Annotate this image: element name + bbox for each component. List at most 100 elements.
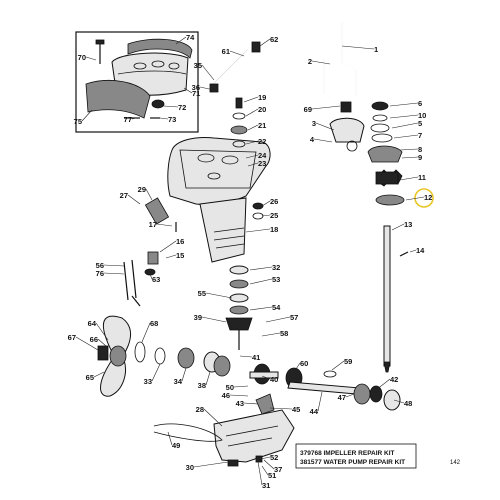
nut-62 xyxy=(251,41,261,53)
leader-71 xyxy=(183,87,193,94)
leader-23 xyxy=(247,162,259,167)
impeller-11 xyxy=(375,169,403,187)
callout-71: 71 xyxy=(192,89,200,98)
leader-70 xyxy=(85,56,97,61)
callout-36: 36 xyxy=(192,83,200,92)
callout-17: 17 xyxy=(149,220,157,229)
leader-12 xyxy=(405,196,425,201)
callout-65: 65 xyxy=(86,373,94,382)
leader-73 xyxy=(159,117,169,120)
lower-unit-casing xyxy=(213,409,295,463)
callout-51: 51 xyxy=(268,471,276,480)
leader-49 xyxy=(167,431,173,446)
callout-63: 63 xyxy=(152,275,160,284)
callout-32: 32 xyxy=(272,263,280,272)
leader-69 xyxy=(311,105,341,110)
leader-55 xyxy=(205,292,233,299)
leader-67 xyxy=(75,336,99,351)
leader-27 xyxy=(127,194,141,205)
leader-43 xyxy=(243,402,259,405)
callout-7: 7 xyxy=(418,131,422,140)
leader-65 xyxy=(93,371,105,378)
propshaft xyxy=(287,381,361,395)
leader-74 xyxy=(175,36,187,45)
callout-12: 12 xyxy=(424,193,432,202)
callout-21: 21 xyxy=(258,121,266,130)
leader-51 xyxy=(261,465,269,476)
leader-41 xyxy=(239,355,253,358)
leader-15 xyxy=(165,254,177,259)
callout-53: 53 xyxy=(272,275,280,284)
leader-42 xyxy=(375,378,391,391)
callout-54: 54 xyxy=(272,303,281,312)
leader-48 xyxy=(393,399,405,404)
leader-62 xyxy=(259,38,271,47)
leader-37 xyxy=(263,459,275,470)
callout-76: 76 xyxy=(96,269,104,278)
callout-14: 14 xyxy=(416,246,425,255)
leader-50 xyxy=(233,385,249,388)
callout-28: 28 xyxy=(196,405,204,414)
leader-8 xyxy=(399,148,419,151)
leader-53 xyxy=(249,278,273,285)
callout-24: 24 xyxy=(258,151,267,160)
callout-49: 49 xyxy=(172,441,180,450)
callout-52: 52 xyxy=(270,453,278,462)
callout-45: 45 xyxy=(292,405,300,414)
callout-58: 58 xyxy=(280,329,288,338)
prop-blade-lower xyxy=(100,359,126,397)
leader-9 xyxy=(401,156,419,159)
leader-24 xyxy=(245,154,259,159)
leader-14 xyxy=(409,249,417,253)
propshaft-assembly xyxy=(249,363,401,415)
callout-72: 72 xyxy=(178,103,186,112)
callout-30: 30 xyxy=(186,463,194,472)
leader-6 xyxy=(389,102,419,107)
leader-21 xyxy=(247,124,259,131)
shift-rod-parts xyxy=(209,41,261,93)
leader-66 xyxy=(97,338,107,347)
leader-46 xyxy=(229,394,249,397)
leader-25 xyxy=(261,214,271,217)
callout-61: 61 xyxy=(222,47,230,56)
callout-labels: 1234567891011121314151617181920212223242… xyxy=(68,33,433,490)
callout-59: 59 xyxy=(344,357,352,366)
leader-35 xyxy=(201,64,215,81)
callout-55: 55 xyxy=(198,289,206,298)
callout-66: 66 xyxy=(90,335,98,344)
leader-18 xyxy=(245,228,271,233)
note-impeller-kit: 379768 IMPELLER REPAIR KIT xyxy=(300,450,395,457)
callout-1: 1 xyxy=(374,45,378,54)
lower-unit-skeg xyxy=(153,409,295,467)
grommet-72 xyxy=(151,99,165,109)
leader-57 xyxy=(265,316,291,323)
pump-cup-9 xyxy=(367,145,403,163)
callout-73: 73 xyxy=(168,115,176,124)
callout-26: 26 xyxy=(270,197,278,206)
callout-16: 16 xyxy=(176,237,184,246)
callout-19: 19 xyxy=(258,93,266,102)
callout-5: 5 xyxy=(418,119,422,128)
leader-59 xyxy=(331,360,345,371)
callout-34: 34 xyxy=(174,377,183,386)
water-pump-assembly xyxy=(323,22,409,373)
callout-62: 62 xyxy=(270,35,278,44)
leader-32 xyxy=(249,266,273,271)
leader-38 xyxy=(205,371,211,386)
leader-26 xyxy=(261,200,271,207)
callout-13: 13 xyxy=(404,220,412,229)
callout-69: 69 xyxy=(304,105,312,114)
leader-16 xyxy=(159,240,177,253)
callout-37: 37 xyxy=(274,465,282,474)
callout-70: 70 xyxy=(78,53,86,62)
callout-57: 57 xyxy=(290,313,298,322)
callout-42: 42 xyxy=(390,375,398,384)
callout-31: 31 xyxy=(262,481,270,490)
callout-18: 18 xyxy=(270,225,278,234)
callout-74: 74 xyxy=(186,33,195,42)
callout-56: 56 xyxy=(96,261,104,270)
callout-38: 38 xyxy=(198,381,206,390)
gearcase-housing xyxy=(147,137,271,265)
leader-60 xyxy=(293,362,301,373)
